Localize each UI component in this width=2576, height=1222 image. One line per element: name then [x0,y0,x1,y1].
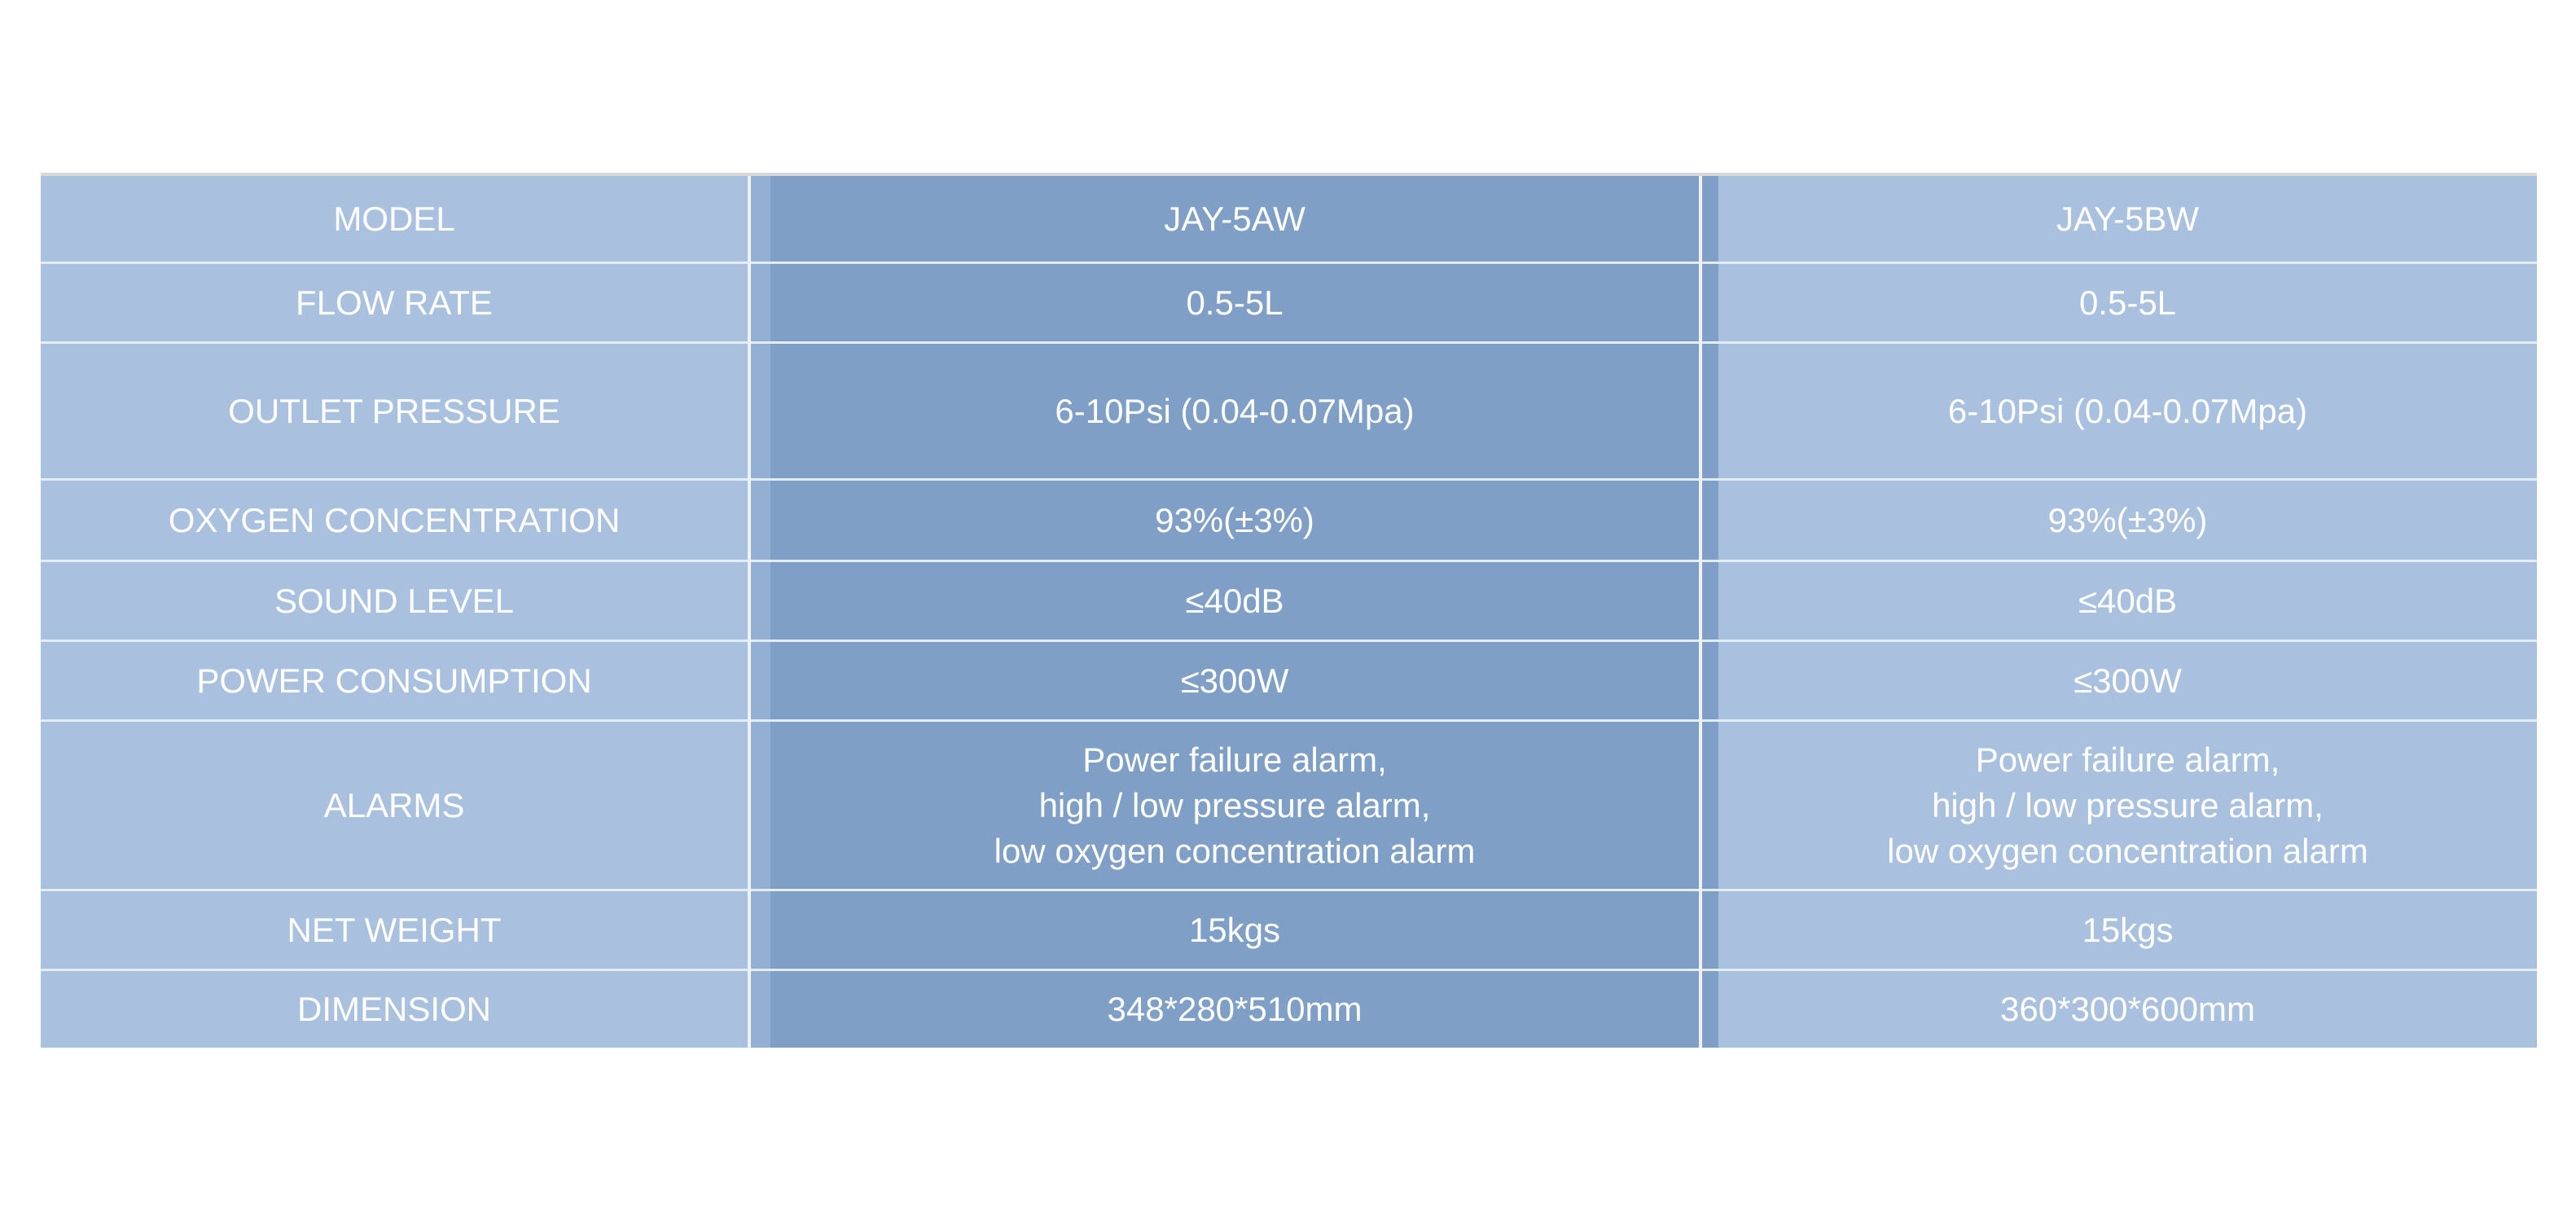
column-divider [1699,344,1718,481]
cell-text: 360*300*600mm [2000,990,2255,1028]
cell-text-line: Power failure alarm, [1975,740,2280,779]
power-consumption-b-value: ≤300W [1718,642,2537,722]
cell-text: 6-10Psi (0.04-0.07Mpa) [1055,391,1415,430]
outlet-pressure-a-value: 6-10Psi (0.04-0.07Mpa) [770,344,1699,481]
spec-comparison-table: MODEL JAY-5AW JAY-5BW FLOW RATE 0.5-5L 0… [41,176,2537,1049]
column-divider [751,264,770,344]
cell-text: 15kgs [2082,910,2174,949]
model-a-value: JAY-5AW [770,176,1699,264]
cell-text: ≤40dB [1185,581,1284,620]
cell-text: ≤40dB [2078,581,2178,620]
cell-text: JAY-5BW [2056,199,2200,238]
cell-text-line: high / low pressure alarm, [1932,785,2324,824]
cell-text: JAY-5AW [1164,199,1306,238]
column-divider [751,722,770,891]
column-divider [751,176,770,264]
model-b-value: JAY-5BW [1718,176,2537,264]
column-divider [751,642,770,722]
cell-text: ≤300W [1180,661,1289,700]
cell-text: 93%(±3%) [1155,500,1314,539]
cell-text: ≤300W [2074,661,2182,700]
row-label-power-consumption: POWER CONSUMPTION [41,642,751,722]
cell-text: 6-10Psi (0.04-0.07Mpa) [1947,391,2308,430]
row-label-net-weight: NET WEIGHT [41,891,751,971]
row-label-sound-level: SOUND LEVEL [41,562,751,642]
outlet-pressure-b-value: 6-10Psi (0.04-0.07Mpa) [1718,344,2537,481]
cell-text-line: low oxygen concentration alarm [994,831,1476,870]
cell-text-line: low oxygen concentration alarm [1887,831,2368,870]
row-label-oxygen-concentration: OXYGEN CONCENTRATION [41,481,751,562]
column-divider [1699,722,1718,891]
dimension-a-value: 348*280*510mm [770,971,1699,1048]
sound-level-b-value: ≤40dB [1718,562,2537,642]
row-label-outlet-pressure: OUTLET PRESSURE [41,344,751,481]
oxygen-concentration-b-value: 93%(±3%) [1718,481,2537,562]
column-divider [751,891,770,971]
column-divider [1699,891,1718,971]
power-consumption-a-value: ≤300W [770,642,1699,722]
net-weight-b-value: 15kgs [1718,891,2537,971]
alarms-a-value: Power failure alarm, high / low pressure… [770,722,1699,891]
column-divider [751,481,770,562]
cell-text: 15kgs [1188,910,1281,949]
column-divider [1699,264,1718,344]
cell-text: 0.5-5L [2078,283,2177,322]
dimension-b-value: 360*300*600mm [1718,971,2537,1048]
cell-text-line: high / low pressure alarm, [1038,785,1431,824]
column-divider [751,971,770,1048]
flow-rate-b-value: 0.5-5L [1718,264,2537,344]
column-divider [751,344,770,481]
column-divider [1699,481,1718,562]
table-top-rule [41,173,2537,176]
cell-text: 93%(±3%) [2047,500,2208,539]
cell-text-line: Power failure alarm, [1082,740,1387,779]
alarms-b-value: Power failure alarm, high / low pressure… [1718,722,2537,891]
row-label-dimension: DIMENSION [41,971,751,1048]
column-divider [1699,971,1718,1048]
sound-level-a-value: ≤40dB [770,562,1699,642]
flow-rate-a-value: 0.5-5L [770,264,1699,344]
cell-text: 348*280*510mm [1107,990,1363,1028]
row-label-alarms: ALARMS [41,722,751,891]
column-divider [751,562,770,642]
column-divider [1699,562,1718,642]
column-divider [1699,642,1718,722]
oxygen-concentration-a-value: 93%(±3%) [770,481,1699,562]
column-divider [1699,176,1718,264]
cell-text: 0.5-5L [1186,283,1284,322]
row-label-flow-rate: FLOW RATE [41,264,751,344]
net-weight-a-value: 15kgs [770,891,1699,971]
row-label-model: MODEL [41,176,751,264]
